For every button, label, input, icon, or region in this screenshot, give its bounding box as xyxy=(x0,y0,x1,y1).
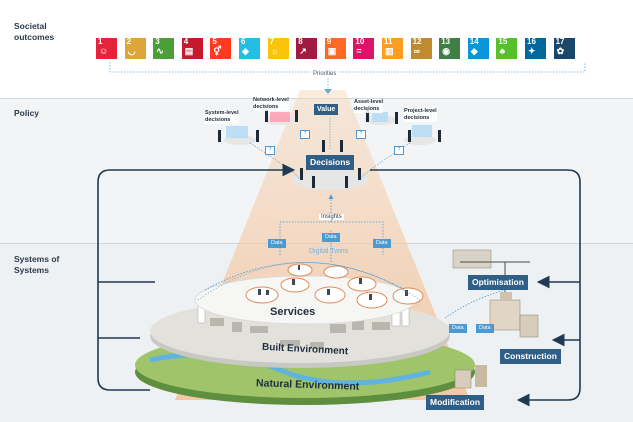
sdg-number: 2 xyxy=(126,37,132,46)
insights-label: Insights xyxy=(319,214,344,220)
modification-tag: Modification xyxy=(426,395,485,410)
network-level-label: Network-level decisions xyxy=(253,97,289,111)
project-level-label: Project-level decisions xyxy=(404,108,437,122)
feedback-loop-right xyxy=(370,169,581,407)
sdg-tile-1: 1☺ xyxy=(96,38,117,59)
cubes-icon: ▣ xyxy=(327,46,337,56)
sdg-number: 17 xyxy=(555,37,565,46)
water-drop-icon: ◈ xyxy=(242,46,249,56)
sdg-number: 12 xyxy=(412,37,422,46)
services-label: Services xyxy=(270,306,316,318)
family-icon: ☺ xyxy=(99,46,109,56)
optimisation-tag: Optimisation xyxy=(468,275,528,290)
sdg-number: 15 xyxy=(498,37,508,46)
bowl-icon: ◡ xyxy=(127,46,136,56)
construction-tag: Construction xyxy=(500,349,561,364)
data-tag-center: Data xyxy=(322,233,340,242)
growth-chart-icon: ↗ xyxy=(299,46,307,56)
sdg-tile-6: 6◈ xyxy=(239,38,260,59)
flower-icon: ✿ xyxy=(556,46,565,56)
sdg-tile-4: 4▤ xyxy=(181,37,203,59)
sdg-number: 14 xyxy=(469,37,479,46)
sdg-number: 7 xyxy=(269,37,275,46)
sdg-tile-2: 2◡ xyxy=(124,37,146,59)
row-label-policy: Policy xyxy=(14,108,40,118)
sdg-tile-7: 7☼ xyxy=(267,37,289,59)
question-icon: ? xyxy=(265,146,275,155)
sdg-tile-8: 8↗ xyxy=(296,37,318,59)
sdg-number: 8 xyxy=(298,37,303,46)
value-tag: Value xyxy=(314,104,339,115)
sdg-number: 9 xyxy=(326,37,332,46)
fish-icon: ◆ xyxy=(470,46,478,56)
row-label-societal: Societal outcomes xyxy=(14,21,55,42)
priorities-bracket xyxy=(109,62,586,73)
infinity-icon: ∞ xyxy=(413,46,421,56)
sdg-number: 16 xyxy=(527,37,536,46)
sdg-tile-3: 3∿ xyxy=(153,37,175,59)
sdg-number: 1 xyxy=(98,37,103,46)
sdg-number: 3 xyxy=(155,37,160,46)
gender-icon: ⚥ xyxy=(213,46,222,56)
question-icon: ? xyxy=(394,146,404,155)
question-icon: ? xyxy=(300,130,310,139)
eye-globe-icon: ◉ xyxy=(442,46,451,56)
sdg-tile-5: 5⚥ xyxy=(210,37,232,59)
data-tag-construction-b: Data xyxy=(476,324,494,333)
digital-twins-label: Digital Twins xyxy=(309,248,349,255)
row-label-systems: Systems of Systems xyxy=(14,254,60,275)
digital-twin-arc xyxy=(204,262,406,291)
tree-icon: ♣ xyxy=(499,46,506,56)
decisions-table xyxy=(292,170,368,190)
equal-icon: = xyxy=(356,46,362,56)
data-tag-construction-a: Data xyxy=(449,324,467,333)
sdg-number: 11 xyxy=(384,37,393,46)
sdg-tile-10: 10= xyxy=(353,37,375,59)
decisions-tag: Decisions xyxy=(306,155,355,170)
sdg-tile-17: 17✿ xyxy=(553,37,575,59)
sdg-number: 5 xyxy=(212,37,217,46)
priorities-label: Priorities xyxy=(311,71,339,77)
book-icon: ▤ xyxy=(184,46,194,56)
sdg-tile-11: 11▥ xyxy=(382,38,403,59)
sdg-tile-16: 16✦ xyxy=(525,38,546,59)
sdg-number: 13 xyxy=(441,37,451,46)
sdg-tile-12: 12∞ xyxy=(410,37,432,59)
system-level-label: System-level decisions xyxy=(205,110,239,124)
sdg-tile-15: 15♣ xyxy=(496,37,518,59)
city-icon: ▥ xyxy=(385,46,394,56)
sdg-tile-14: 14◆ xyxy=(467,37,489,59)
heartbeat-icon: ∿ xyxy=(156,46,164,56)
sdg-tile-9: 9▣ xyxy=(324,37,346,59)
data-tag-left: Data xyxy=(268,239,286,248)
sdg-tile-13: 13◉ xyxy=(439,37,461,59)
feedback-loop-left xyxy=(97,163,296,391)
dove-icon: ✦ xyxy=(528,46,536,56)
sdg-number: 4 xyxy=(183,37,189,46)
sun-icon: ☼ xyxy=(270,46,279,56)
data-tag-right: Data xyxy=(373,239,391,248)
asset-level-label: Asset-level decisions xyxy=(354,99,384,113)
sdg-number: 6 xyxy=(241,37,246,46)
sdg-number: 10 xyxy=(355,37,365,46)
construction-site xyxy=(452,249,539,389)
question-icon: ? xyxy=(356,130,366,139)
